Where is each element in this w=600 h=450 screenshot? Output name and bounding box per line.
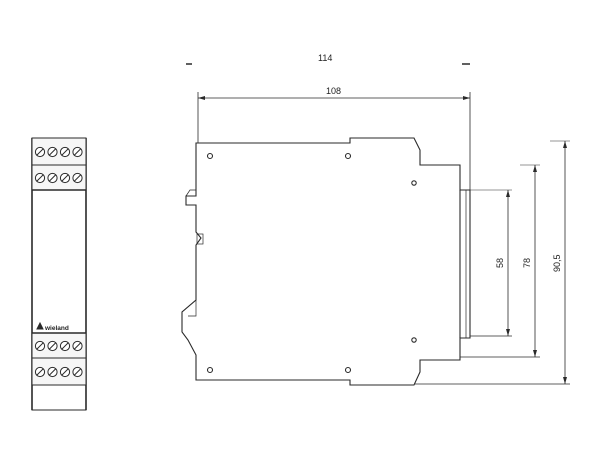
- screw-slot: [61, 368, 69, 376]
- screw-slot: [36, 368, 44, 376]
- dimension-label-overall-depth: 114: [318, 53, 332, 63]
- screw-slot: [49, 148, 56, 156]
- screw-slot: [49, 342, 56, 350]
- screw-slot: [74, 342, 81, 350]
- screw-slot: [61, 148, 69, 156]
- side-housing-outline: [181, 137, 471, 386]
- screw-slot: [74, 174, 81, 182]
- screw-slot: [36, 174, 44, 182]
- screw-slot: [36, 148, 44, 156]
- brand-logo-icon: [36, 321, 44, 330]
- side-view: [181, 137, 471, 386]
- brand-label: wieland: [44, 325, 69, 332]
- screw-slot: [61, 342, 69, 350]
- dimension-lines: [186, 63, 570, 385]
- dimension-label-height-outer: 90,5: [552, 254, 562, 272]
- dimension-label-housing-depth: 108: [326, 86, 341, 96]
- screw-slot: [49, 174, 56, 182]
- screw-slot: [61, 174, 69, 182]
- screw-slot: [74, 368, 81, 376]
- screw-slot: [49, 368, 56, 376]
- screw-slot: [74, 148, 81, 156]
- dimension-label-height-inner: 58: [495, 258, 505, 268]
- dimension-label-height-mid: 78: [522, 258, 532, 268]
- terminal-screws: [34, 146, 83, 378]
- dimension-arrows: [198, 96, 567, 384]
- screw-slot: [36, 342, 44, 350]
- bottom-terminal-block: [31, 332, 87, 386]
